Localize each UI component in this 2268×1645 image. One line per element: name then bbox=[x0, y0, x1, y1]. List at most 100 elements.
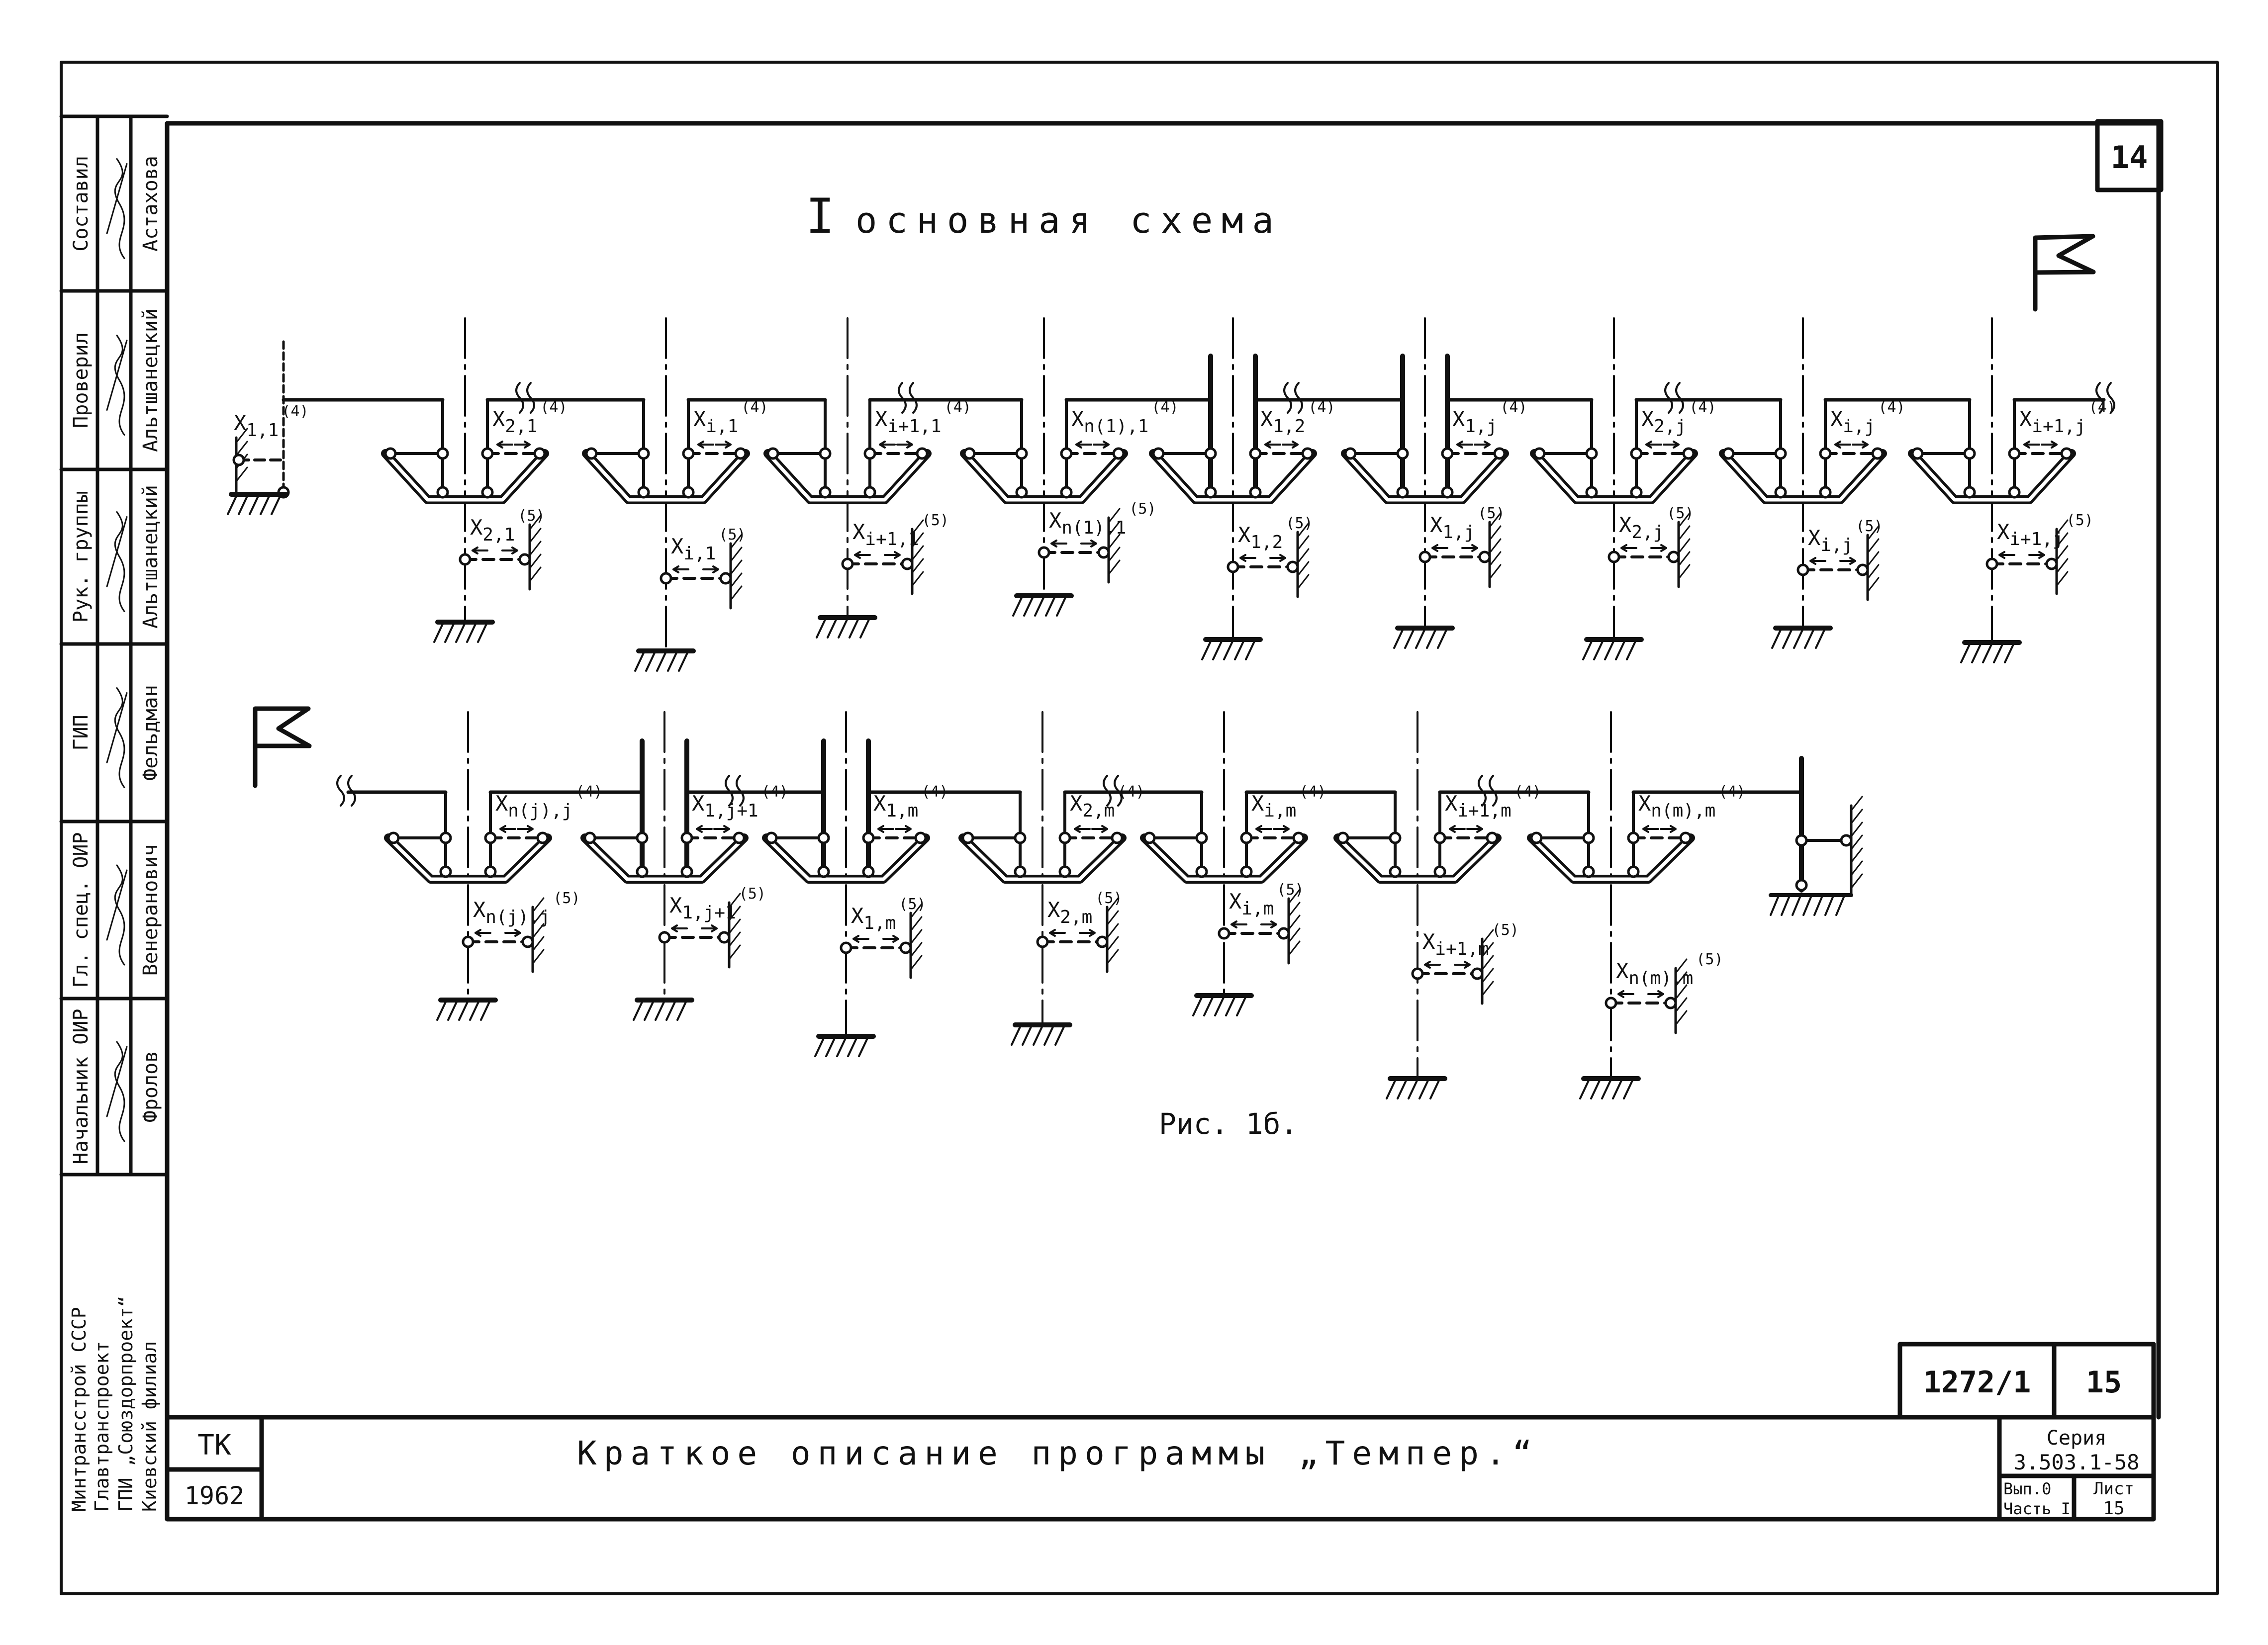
hinge-icon bbox=[1097, 546, 1110, 559]
unknown-symbol: X bbox=[1071, 407, 1084, 431]
support-hatch bbox=[728, 931, 741, 947]
support-hatch bbox=[1393, 629, 1404, 649]
unknown-order: (5) bbox=[1095, 890, 1122, 907]
support-hatch bbox=[1045, 597, 1055, 617]
stamp-name: Фролов bbox=[139, 1051, 162, 1123]
title-block: ТК 1962 Краткое описание программы „Темп… bbox=[165, 1342, 2156, 1522]
hinge-icon bbox=[718, 931, 731, 944]
unknown-order: (4) bbox=[945, 399, 971, 416]
hinge-icon bbox=[1533, 447, 1546, 460]
support-hatch bbox=[1813, 896, 1823, 916]
unknown-label: X1,2(4) bbox=[1260, 399, 1335, 437]
force-arrow-icon bbox=[1424, 961, 1471, 969]
stamp-role: Начальник ОИР bbox=[70, 1008, 93, 1164]
support-hatch bbox=[1835, 896, 1845, 916]
support-hatch bbox=[2056, 545, 2069, 561]
support-hatch bbox=[1971, 643, 1982, 663]
support-hatch bbox=[730, 534, 743, 549]
unknown-label: X1,j+1(4) bbox=[692, 783, 788, 821]
hinge-icon bbox=[636, 831, 649, 844]
hinge-icon bbox=[1060, 447, 1073, 460]
unknown-label: X2,m(4) bbox=[1070, 783, 1145, 821]
break-mark-icon bbox=[2095, 382, 2115, 414]
stamp-role: Рук. группы bbox=[70, 491, 93, 623]
hinge-icon bbox=[1152, 447, 1165, 460]
support-hatch bbox=[1481, 955, 1494, 971]
hinge-icon bbox=[819, 447, 832, 460]
support-hatch bbox=[1675, 958, 1688, 974]
hinge-icon bbox=[817, 865, 830, 878]
hinge-icon bbox=[1058, 865, 1071, 878]
hopper-frame-inner bbox=[1533, 452, 1695, 502]
unknown-label: X2,j(5) bbox=[1619, 505, 1694, 543]
hinge-icon bbox=[817, 831, 830, 844]
unknown-symbol: X bbox=[1997, 520, 2009, 544]
hinge-icon bbox=[1204, 486, 1217, 499]
support-hatch bbox=[728, 906, 741, 921]
hinge-icon bbox=[1630, 447, 1643, 460]
support-hatch bbox=[911, 558, 924, 574]
support-hatch bbox=[1288, 914, 1301, 930]
support-hatch bbox=[1993, 643, 2003, 663]
unknown-label: X2,1(5) bbox=[470, 507, 545, 545]
support-hatch bbox=[1623, 1080, 1633, 1099]
support-hatch bbox=[529, 553, 542, 569]
hinge-icon bbox=[533, 447, 546, 460]
hinge-icon bbox=[484, 831, 497, 844]
hinge-icon bbox=[439, 831, 452, 844]
unknown-index: 2,j bbox=[1631, 522, 1664, 543]
support-hatch bbox=[634, 652, 645, 672]
support-hatch bbox=[249, 495, 259, 515]
support-hatch bbox=[1771, 629, 1782, 649]
hinge-icon bbox=[1985, 557, 1998, 570]
hinge-icon bbox=[719, 572, 732, 585]
support-hatch bbox=[1297, 522, 1310, 538]
hinge-icon bbox=[1627, 831, 1640, 844]
force-arrow-icon bbox=[852, 935, 899, 943]
support-hatch bbox=[1678, 512, 1691, 528]
unknown-label: X1,1(4) bbox=[234, 403, 309, 441]
signature-icon bbox=[106, 1041, 128, 1142]
unknown-order: (4) bbox=[540, 399, 567, 416]
stamp-role: Гл. спец. ОИР bbox=[70, 832, 93, 988]
unknown-index: 2,j bbox=[1654, 416, 1686, 437]
support-hatch bbox=[1678, 551, 1691, 567]
support-hatch bbox=[532, 910, 545, 926]
stamp-role: ГИП bbox=[70, 715, 93, 750]
support-hatch bbox=[1212, 640, 1223, 660]
unknown-symbol: X bbox=[1616, 959, 1628, 983]
unknown-index: i+1,j bbox=[2009, 529, 2063, 549]
page-number: 15 bbox=[2086, 1365, 2122, 1400]
unknown-index: i+1,j bbox=[2032, 416, 2085, 437]
hinge-icon bbox=[1036, 935, 1049, 948]
unknown-label: Xi,m(5) bbox=[1229, 881, 1304, 919]
force-arrow-icon bbox=[1074, 825, 1108, 833]
force-arrow-icon bbox=[499, 825, 534, 833]
hinge-icon bbox=[1605, 997, 1617, 1009]
unknown-index: 1,j+1 bbox=[682, 903, 736, 923]
hinge-icon bbox=[1911, 447, 1924, 460]
unknown-label: Xi+1,m(5) bbox=[1422, 921, 1519, 959]
hinge-icon bbox=[1774, 486, 1787, 499]
support-hatch bbox=[656, 652, 666, 672]
unknown-index: 1,2 bbox=[1273, 416, 1305, 437]
unknown-symbol: X bbox=[1808, 526, 1820, 550]
hinge-icon bbox=[916, 447, 929, 460]
hinge-icon bbox=[1582, 865, 1595, 878]
unknown-label: Xn(j),j(5) bbox=[473, 890, 580, 927]
support-hatch bbox=[1615, 640, 1625, 660]
support-hatch bbox=[1481, 968, 1494, 984]
unknown-symbol: X bbox=[470, 515, 482, 540]
force-arrow-icon bbox=[1050, 540, 1097, 548]
unknown-symbol: X bbox=[1638, 791, 1651, 816]
support-hatch bbox=[728, 918, 741, 934]
signature-icon bbox=[106, 864, 128, 966]
hinge-icon bbox=[1112, 447, 1125, 460]
support-hatch bbox=[444, 623, 455, 643]
force-arrow-icon bbox=[472, 547, 518, 554]
hinge-icon bbox=[1722, 447, 1735, 460]
heading-roman: I bbox=[806, 188, 835, 244]
document-title: Краткое описание программы „Темпер.“ bbox=[577, 1434, 1539, 1472]
hinge-icon bbox=[1111, 831, 1124, 844]
hinge-icon bbox=[1840, 834, 1853, 847]
